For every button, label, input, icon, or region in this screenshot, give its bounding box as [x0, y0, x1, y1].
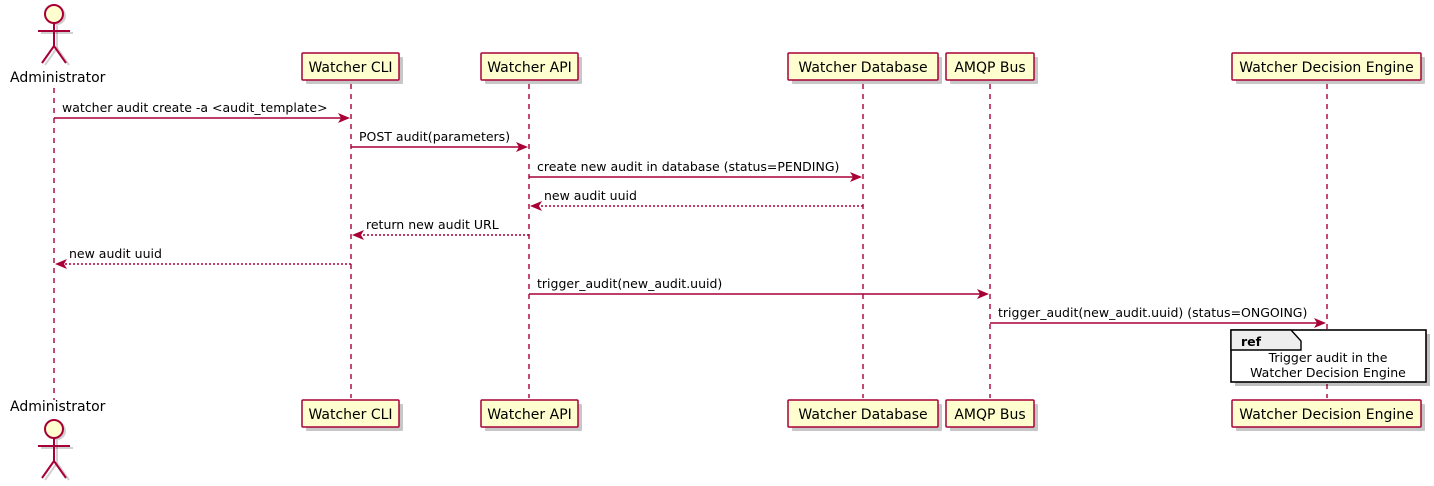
message-label-4: new audit uuid — [544, 188, 637, 203]
message-label-7: trigger_audit(new_audit.uuid) — [537, 276, 722, 291]
actor-leg-right — [53, 460, 67, 479]
message-label-1: watcher audit create -a <audit_template> — [62, 100, 328, 115]
participant-box-db-top[interactable]: Watcher Database — [787, 52, 942, 84]
message-8[interactable]: trigger_audit(new_audit.uuid) (status=ON… — [990, 305, 1326, 328]
participant-label-decision-bottom: Watcher Decision Engine — [1239, 407, 1413, 423]
ref-fragment[interactable]: ref Trigger audit in the Watcher Decisio… — [1230, 329, 1430, 386]
message-label-5: return new audit URL — [366, 217, 499, 232]
message-7[interactable]: trigger_audit(new_audit.uuid) — [529, 276, 989, 299]
message-2[interactable]: POST audit(parameters) — [351, 129, 528, 152]
participant-box-api-top[interactable]: Watcher API — [480, 52, 582, 84]
participant-box-cli-top[interactable]: Watcher CLI — [301, 52, 403, 84]
participant-box-rect — [480, 52, 579, 81]
actor-label-administrator-top: Administrator — [10, 70, 106, 86]
actor-head-icon — [44, 419, 64, 439]
message-4[interactable]: new audit uuid — [530, 188, 863, 211]
actor-administrator-top: Administrator — [10, 4, 106, 86]
actor-leg-left — [41, 460, 55, 479]
actor-head-icon — [44, 4, 64, 24]
participant-boxes-top: Watcher CLI Watcher API Watcher Database… — [301, 52, 1425, 84]
participant-box-rect — [787, 399, 939, 428]
participant-box-cli-bottom[interactable]: Watcher CLI — [301, 399, 403, 431]
participant-label-db-top: Watcher Database — [798, 60, 927, 76]
participant-label-amqp-bottom: AMQP Bus — [954, 407, 1025, 423]
lifelines — [53, 84, 1328, 400]
message-arrowhead — [338, 113, 350, 123]
message-arrowhead — [1314, 318, 1326, 328]
participant-label-api-top: Watcher API — [487, 60, 572, 76]
message-6[interactable]: new audit uuid — [55, 246, 351, 269]
participant-box-rect — [945, 399, 1035, 428]
participant-box-decision-top[interactable]: Watcher Decision Engine — [1231, 52, 1425, 84]
message-arrowhead — [850, 172, 862, 182]
participant-boxes-bottom: Watcher CLI Watcher API Watcher Database… — [301, 399, 1425, 431]
message-label-3: create new audit in database (status=PEN… — [537, 159, 839, 174]
participant-box-amqp-top[interactable]: AMQP Bus — [945, 52, 1038, 84]
participant-label-cli-top: Watcher CLI — [308, 60, 392, 76]
message-arrowhead — [55, 259, 67, 269]
message-3[interactable]: create new audit in database (status=PEN… — [529, 159, 862, 182]
participant-label-api-bottom: Watcher API — [487, 407, 572, 423]
message-1[interactable]: watcher audit create -a <audit_template> — [54, 100, 350, 123]
message-label-8: trigger_audit(new_audit.uuid) (status=ON… — [998, 305, 1307, 320]
participant-box-rect — [787, 52, 939, 81]
participant-box-rect — [480, 399, 579, 428]
actor-leg-left-shadow — [44, 462, 58, 481]
ref-fragment-operator-label: ref — [1241, 334, 1262, 349]
participant-label-db-bottom: Watcher Database — [798, 407, 927, 423]
ref-fragment-tab — [1230, 329, 1302, 351]
participant-label-decision-top: Watcher Decision Engine — [1239, 60, 1413, 76]
message-label-6: new audit uuid — [69, 246, 162, 261]
message-5[interactable]: return new audit URL — [352, 217, 529, 240]
message-arrowhead — [530, 201, 542, 211]
participant-box-rect — [1231, 52, 1422, 81]
message-arrowhead — [352, 230, 364, 240]
actor-label-administrator-bottom: Administrator — [10, 399, 106, 415]
message-arrowhead — [516, 142, 528, 152]
participant-box-api-bottom[interactable]: Watcher API — [480, 399, 582, 431]
participant-box-decision-bottom[interactable]: Watcher Decision Engine — [1231, 399, 1425, 431]
actor-administrator-bottom: Administrator — [10, 399, 106, 481]
actor-leg-left-shadow — [44, 47, 58, 66]
actor-leg-right-shadow — [56, 462, 70, 481]
participant-box-amqp-bottom[interactable]: AMQP Bus — [945, 399, 1038, 431]
message-arrowhead — [977, 289, 989, 299]
participant-label-cli-bottom: Watcher CLI — [308, 407, 392, 423]
actor-leg-left — [41, 45, 55, 64]
message-label-2: POST audit(parameters) — [359, 129, 510, 144]
participant-box-rect — [1231, 399, 1422, 428]
actor-leg-right — [53, 45, 67, 64]
participant-label-amqp-top: AMQP Bus — [954, 60, 1025, 76]
participant-box-db-bottom[interactable]: Watcher Database — [787, 399, 942, 431]
participant-box-rect — [301, 52, 400, 81]
actor-leg-right-shadow — [56, 47, 70, 66]
ref-fragment-line-2: Watcher Decision Engine — [1250, 365, 1406, 380]
participant-box-rect — [945, 52, 1035, 81]
ref-fragment-line-1: Trigger audit in the — [1268, 350, 1388, 365]
participant-box-rect — [301, 399, 400, 428]
